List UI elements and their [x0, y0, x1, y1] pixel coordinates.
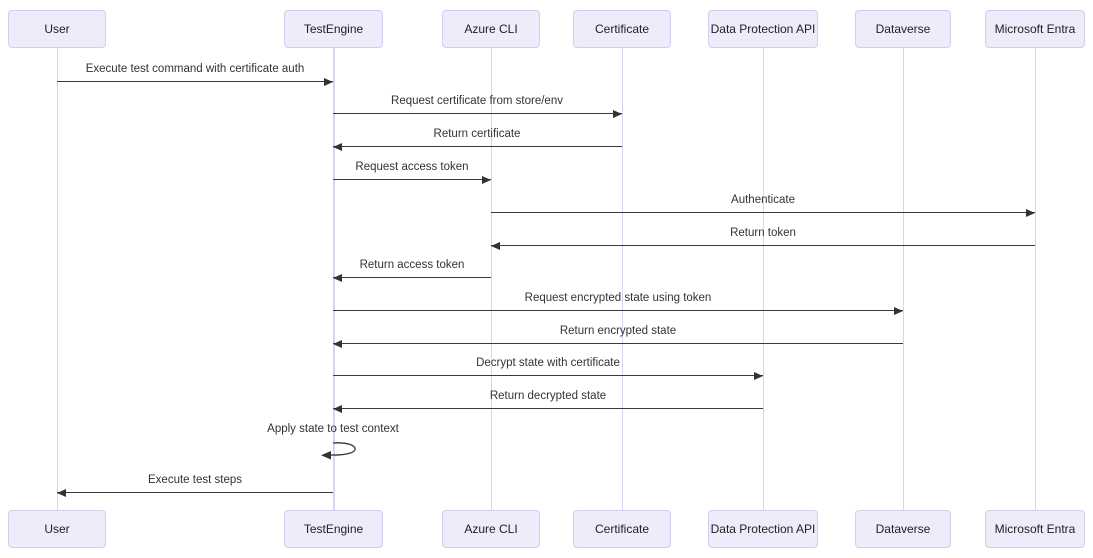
message-label: Return access token — [359, 259, 465, 271]
arrowhead-left-icon — [333, 274, 342, 282]
lifeline-certificate — [621, 48, 623, 510]
actor-top-azure-cli: Azure CLI — [442, 10, 540, 48]
message-line — [333, 179, 491, 181]
message-line — [333, 310, 903, 312]
lifeline-user — [56, 48, 58, 510]
message-label: Return certificate — [433, 128, 521, 140]
arrowhead-right-icon — [894, 307, 903, 315]
actor-bottom-certificate: Certificate — [573, 510, 671, 548]
arrowhead-right-icon — [482, 176, 491, 184]
actor-top-testengine: TestEngine — [284, 10, 383, 48]
lifeline-microsoft-entra — [1034, 48, 1036, 510]
message-line — [333, 277, 491, 279]
message-label: Request certificate from store/env — [391, 95, 563, 107]
arrowhead-right-icon — [324, 78, 333, 86]
lifeline-dataverse — [902, 48, 904, 510]
arrowhead-left-icon — [333, 405, 342, 413]
message-label: Decrypt state with certificate — [476, 357, 620, 369]
message-line — [491, 245, 1035, 247]
arrowhead-right-icon — [1026, 209, 1035, 217]
message-label: Return decrypted state — [489, 390, 607, 402]
actor-bottom-testengine: TestEngine — [284, 510, 383, 548]
lifeline-azure-cli — [490, 48, 492, 510]
message-label: Execute test command with certificate au… — [85, 63, 305, 75]
message-line — [333, 113, 622, 115]
arrowhead-right-icon — [754, 372, 763, 380]
actor-bottom-data-protection-api: Data Protection API — [708, 510, 818, 548]
actor-bottom-microsoft-entra: Microsoft Entra — [985, 510, 1085, 548]
actor-top-dataverse: Dataverse — [855, 10, 951, 48]
self-loop-arrow-icon — [321, 442, 356, 460]
message-line — [491, 212, 1035, 214]
message-line — [333, 375, 763, 377]
message-label: Authenticate — [731, 194, 795, 206]
arrowhead-left-icon — [57, 489, 66, 497]
arrowhead-right-icon — [613, 110, 622, 118]
message-line — [57, 81, 333, 83]
arrowhead-left-icon — [333, 340, 342, 348]
actor-top-microsoft-entra: Microsoft Entra — [985, 10, 1085, 48]
actor-bottom-user: User — [8, 510, 106, 548]
arrowhead-left-icon — [491, 242, 500, 250]
arrowhead-left-icon — [333, 143, 342, 151]
lifeline-data-protection-api — [762, 48, 764, 510]
actor-top-data-protection-api: Data Protection API — [708, 10, 818, 48]
message-line — [57, 492, 333, 494]
message-line — [333, 146, 622, 148]
actor-bottom-azure-cli: Azure CLI — [442, 510, 540, 548]
actor-bottom-dataverse: Dataverse — [855, 510, 951, 548]
message-label: Request encrypted state using token — [524, 292, 712, 304]
message-line — [333, 343, 903, 345]
actor-top-certificate: Certificate — [573, 10, 671, 48]
message-label: Request access token — [355, 161, 469, 173]
message-label: Return encrypted state — [559, 325, 677, 337]
message-label: Execute test steps — [148, 474, 242, 486]
actor-top-user: User — [8, 10, 106, 48]
message-label: Return token — [730, 227, 796, 239]
message-line — [333, 408, 763, 410]
message-label: Apply state to test context — [267, 423, 399, 435]
